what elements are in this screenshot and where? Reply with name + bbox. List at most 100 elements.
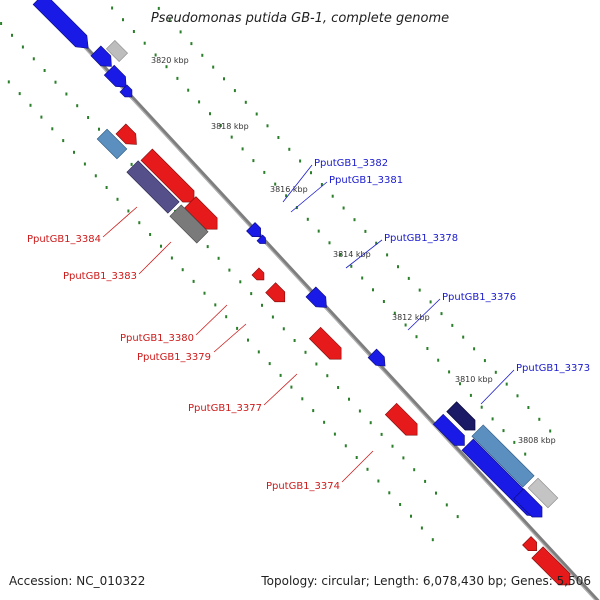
tick-ring-dot (358, 409, 361, 413)
gene-label-pputgb1-3377[interactable]: PputGB1_3377 (188, 403, 262, 414)
tick-ring-dot (445, 503, 448, 507)
gene-label-pputgb1-3379[interactable]: PputGB1_3379 (137, 352, 211, 363)
tick-ring-dot (190, 42, 193, 46)
tick-ring-dot (130, 162, 133, 166)
gene-feature[interactable] (432, 413, 469, 450)
tick-ring-dot (83, 162, 86, 166)
gene-feature[interactable] (90, 45, 116, 71)
gene-feature[interactable] (169, 204, 209, 244)
tick-ring-dot (502, 429, 505, 433)
tick-ring-dot (483, 359, 486, 363)
tick-ring-layer (0, 6, 552, 542)
gene-feature[interactable] (308, 326, 346, 364)
tick-ring-dot (230, 135, 233, 139)
gene-feature[interactable] (96, 128, 128, 160)
gene-feature[interactable] (384, 402, 422, 440)
tick-ring-dot (247, 338, 249, 342)
tick-ring-dot (127, 209, 130, 213)
gene-feature[interactable] (32, 0, 94, 54)
tick-ring-dot (228, 268, 231, 272)
label-leader-line (341, 450, 374, 483)
tick-ring-dot (410, 514, 412, 518)
tick-ring-dot (333, 432, 336, 436)
tick-ring-dot (160, 244, 162, 248)
tick-ring-dot (212, 65, 215, 69)
tick-ring-dot (317, 229, 320, 233)
gene-feature[interactable] (140, 148, 200, 208)
gene-feature[interactable] (522, 536, 541, 555)
tick-ring-dot (29, 103, 32, 107)
tick-ring-dot (415, 335, 418, 339)
gene-feature[interactable] (184, 196, 223, 235)
tick-ring-dot (157, 6, 160, 10)
tick-ring-dot (375, 241, 378, 245)
gene-label-pputgb1-3380[interactable]: PputGB1_3380 (120, 333, 194, 344)
tick-ring-dot (353, 218, 356, 222)
gene-feature[interactable] (531, 546, 576, 591)
gene-feature[interactable] (126, 160, 180, 214)
gene-label-pputgb1-3373[interactable]: PputGB1_3373 (516, 363, 590, 374)
gene-label-pputgb1-3374[interactable]: PputGB1_3374 (266, 481, 340, 492)
tick-ring-dot (165, 65, 168, 69)
tick-ring-dot (435, 491, 437, 495)
gene-feature[interactable] (256, 234, 268, 246)
gene-label-pputgb1-3383[interactable]: PputGB1_3383 (63, 271, 137, 282)
tick-ring-dot (40, 115, 43, 119)
gene-label-pputgb1-3384[interactable]: PputGB1_3384 (27, 234, 101, 245)
tick-ring-dot (279, 373, 282, 377)
tick-ring-dot (98, 127, 100, 131)
tick-label: 3810 kbp (455, 375, 493, 384)
tick-ring-dot (372, 288, 374, 292)
tick-ring-dot (18, 92, 21, 96)
tick-ring-dot (448, 370, 451, 374)
label-leader-line (102, 206, 138, 238)
gene-feature[interactable] (513, 488, 547, 522)
tick-ring-dot (459, 382, 461, 386)
gene-feature[interactable] (119, 84, 136, 101)
tick-ring-dot (516, 394, 519, 398)
tick-ring-dot (73, 150, 75, 154)
gene-label-pputgb1-3382[interactable]: PputGB1_3382 (314, 158, 388, 169)
gene-feature[interactable] (115, 123, 141, 149)
map-title: Pseudomonas putida GB-1, complete genome (151, 11, 449, 26)
tick-ring-dot (393, 311, 396, 315)
gene-feature[interactable] (105, 39, 129, 63)
gene-feature[interactable] (103, 64, 131, 92)
gene-feature[interactable] (471, 424, 535, 488)
tick-ring-dot (277, 136, 280, 139)
tick-ring-dot (462, 335, 465, 339)
tick-ring-dot (451, 323, 454, 327)
gene-feature[interactable] (265, 282, 290, 307)
gene-feature-layer (32, 0, 576, 591)
gene-label-pputgb1-3376[interactable]: PputGB1_3376 (442, 292, 516, 303)
tick-ring-dot (263, 170, 266, 174)
gene-feature[interactable] (305, 286, 331, 312)
tick-ring-dot (527, 406, 530, 409)
tick-ring-dot (348, 397, 350, 401)
gene-feature[interactable] (367, 348, 389, 370)
tick-ring-dot (418, 288, 421, 292)
tick-ring-dot (181, 268, 184, 272)
gene-label-pputgb1-3381[interactable]: PputGB1_3381 (329, 175, 403, 186)
tick-ring-dot (306, 217, 309, 221)
tick-ring-dot (239, 280, 242, 284)
tick-label: 3818 kbp (211, 122, 249, 131)
tick-ring-dot (203, 291, 206, 295)
tick-ring-dot (225, 315, 228, 319)
gene-feature[interactable] (446, 401, 480, 435)
tick-ring-dot (407, 276, 410, 280)
tick-ring-dot (420, 526, 423, 530)
gene-feature[interactable] (527, 477, 559, 509)
tick-ring-dot (342, 206, 345, 210)
tick-label: 3814 kbp (333, 250, 371, 259)
tick-ring-dot (386, 253, 389, 257)
gene-label-pputgb1-3378[interactable]: PputGB1_3378 (384, 233, 458, 244)
tick-ring-dot (170, 256, 173, 260)
gene-feature[interactable] (246, 222, 265, 241)
label-leader-line (407, 298, 441, 331)
tick-ring-dot (111, 6, 114, 10)
tick-ring-dot (391, 444, 394, 448)
gene-feature[interactable] (251, 267, 268, 284)
